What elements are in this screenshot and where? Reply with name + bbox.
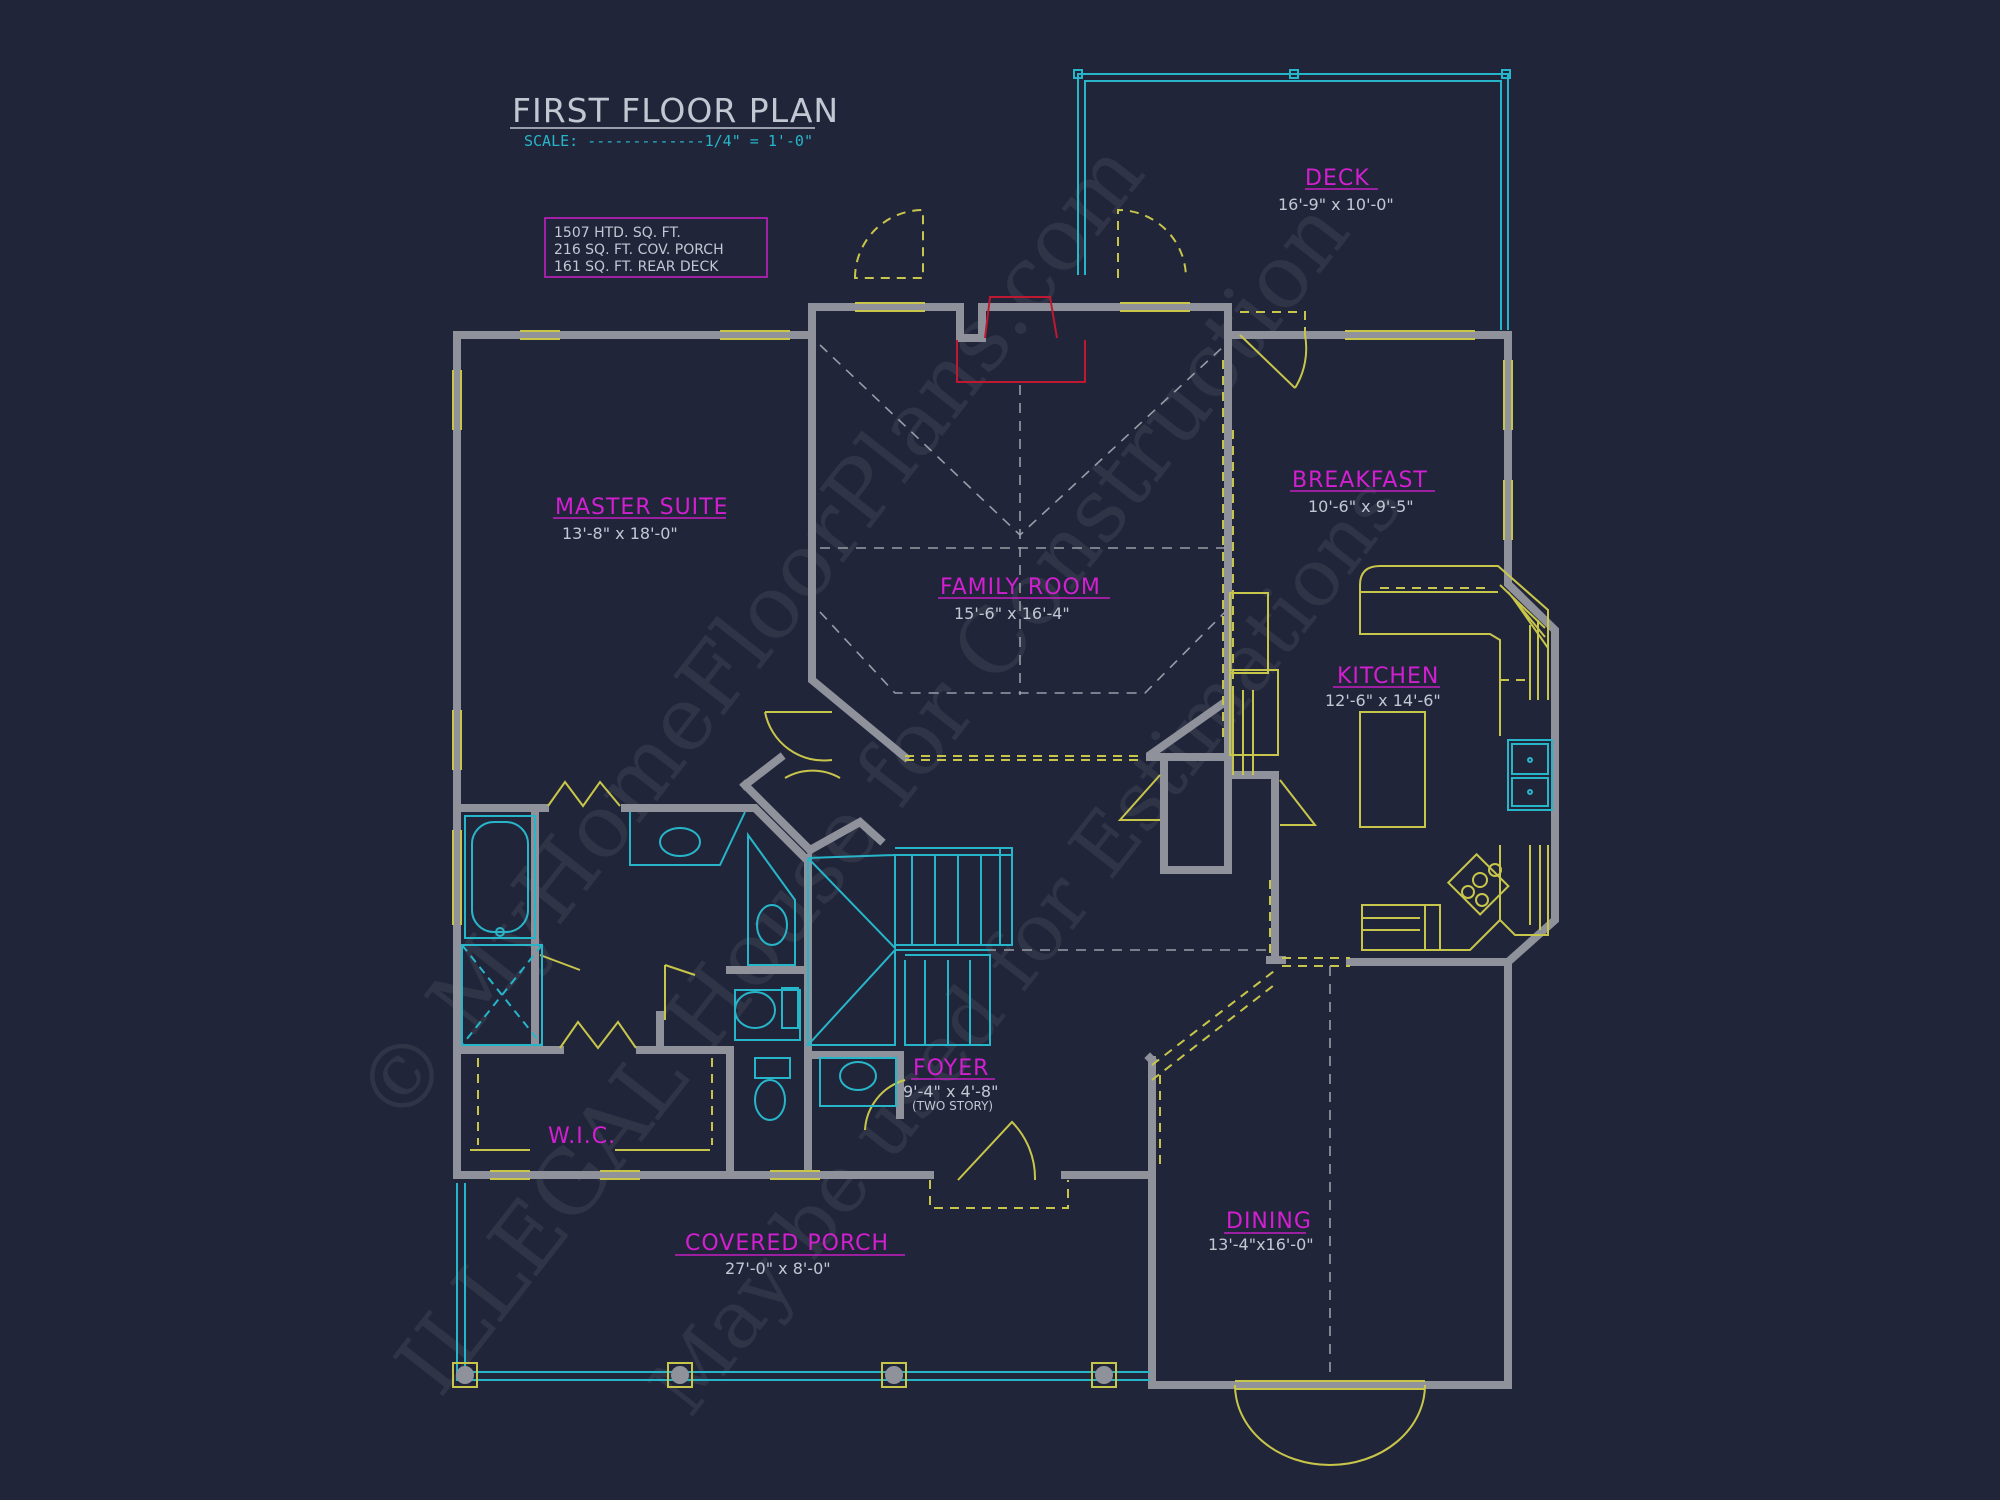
room-name-master-suite: MASTER SUITE xyxy=(555,495,729,520)
room-dims-family-room: 15'-6" x 16'-4" xyxy=(954,604,1070,623)
room-name-family-room: FAMILY ROOM xyxy=(940,575,1101,600)
room-dims-dining: 13'-4"x16'-0" xyxy=(1208,1235,1314,1254)
scale-note: SCALE: -------------1/4" = 1'-0" xyxy=(524,132,813,150)
area-porch: 216 SQ. FT. COV. PORCH xyxy=(554,242,724,258)
room-labels: DECK 16'-9" x 10'-0" BREAKFAST 10'-6" x … xyxy=(548,166,1441,1278)
title-block: FIRST FLOOR PLAN SCALE: -------------1/4… xyxy=(510,91,839,150)
fireplace xyxy=(956,296,1086,383)
room-dims-master-suite: 13'-8" x 18'-0" xyxy=(562,524,678,543)
watermark-line-2: ILLEGAL House for Construction xyxy=(375,182,1369,1413)
room-name-kitchen: KITCHEN xyxy=(1337,664,1439,689)
covered-porch xyxy=(452,1183,1150,1388)
walls xyxy=(453,303,1559,1389)
room-name-foyer: FOYER xyxy=(913,1056,989,1081)
powder-room-fixtures xyxy=(754,1057,897,1121)
kitchen-counters xyxy=(1359,565,1549,951)
room-dims-deck: 16'-9" x 10'-0" xyxy=(1278,195,1394,214)
windows xyxy=(452,302,1513,1390)
doors xyxy=(539,208,1426,1466)
plan-title: FIRST FLOOR PLAN xyxy=(512,91,839,130)
room-dims-breakfast: 10'-6" x 9'-5" xyxy=(1308,497,1414,516)
wic-shelves xyxy=(470,1058,713,1151)
master-bath-fixtures xyxy=(461,811,801,1046)
kitchen-sink-icon xyxy=(1507,739,1553,811)
room-name-covered-porch: COVERED PORCH xyxy=(685,1231,889,1256)
porch-column-icon xyxy=(452,1362,1117,1388)
rear-deck xyxy=(1073,69,1511,330)
family-room-ceiling xyxy=(819,344,1270,951)
main-stair xyxy=(807,847,1013,1048)
area-summary-box: 1507 HTD. SQ. FT. 216 SQ. FT. COV. PORCH… xyxy=(544,217,768,278)
room-note-foyer: (TWO STORY) xyxy=(912,1099,993,1113)
room-dims-covered-porch: 27'-0" x 8'-0" xyxy=(725,1259,831,1278)
area-heated: 1507 HTD. SQ. FT. xyxy=(554,225,681,241)
room-dims-foyer: 9'-4" x 4'-8" xyxy=(903,1082,998,1101)
room-dims-kitchen: 12'-6" x 14'-6" xyxy=(1325,691,1441,710)
room-name-deck: DECK xyxy=(1305,166,1370,191)
area-deck: 161 SQ. FT. REAR DECK xyxy=(554,259,719,275)
room-name-breakfast: BREAKFAST xyxy=(1292,468,1428,493)
room-name-dining: DINING xyxy=(1226,1209,1312,1234)
stair-cabinets xyxy=(1229,592,1279,775)
room-name-wic: W.I.C. xyxy=(548,1124,616,1149)
